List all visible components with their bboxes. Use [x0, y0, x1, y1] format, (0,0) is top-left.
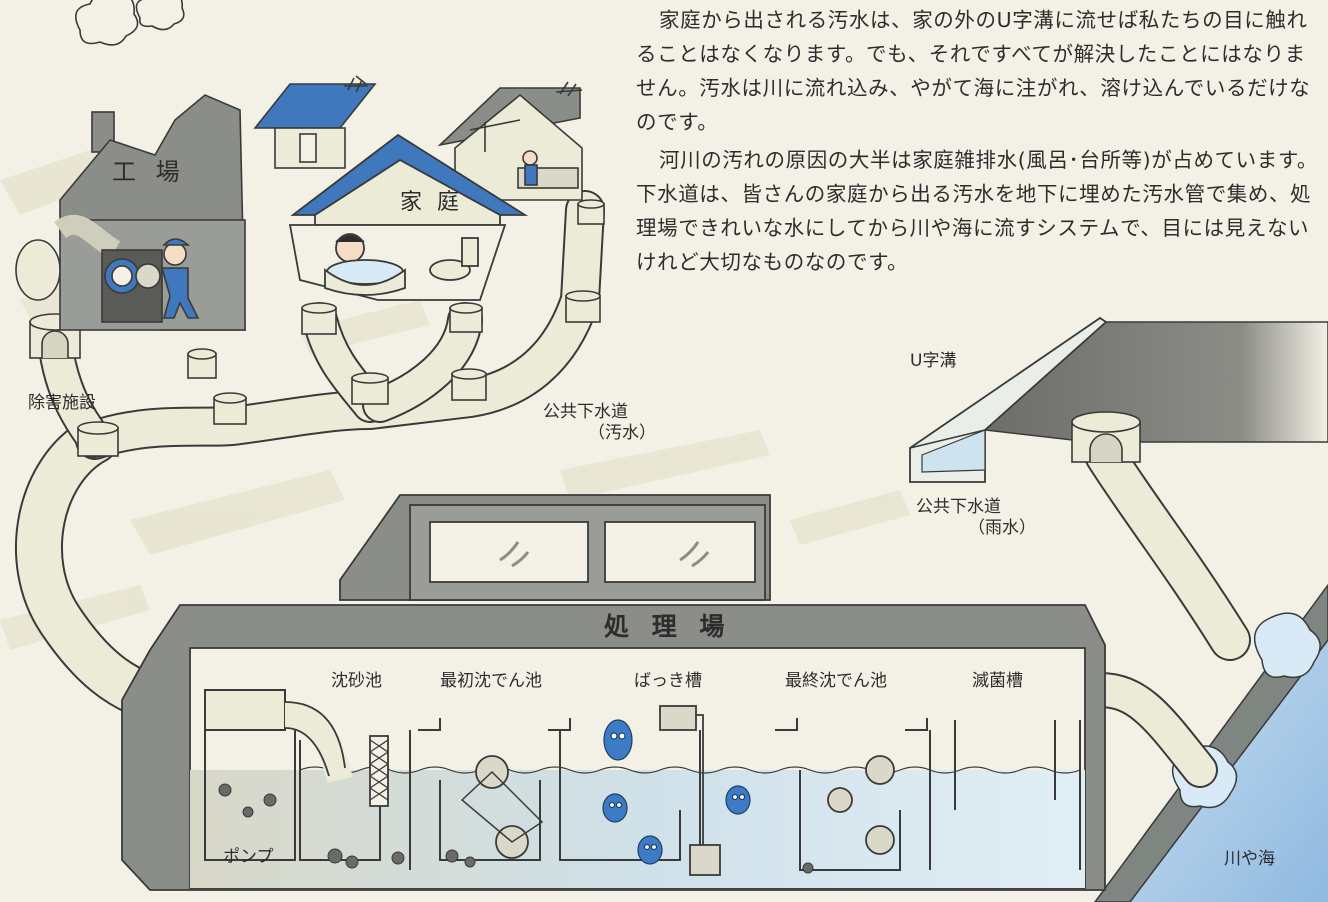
manhole [213, 392, 247, 425]
manhole [451, 368, 487, 401]
treatment-plant [121, 494, 1106, 891]
manholes [29, 199, 1141, 463]
sewer-rain-label: 公共下水道 （雨水） [916, 497, 1036, 539]
intro-paragraph-2: 河川の汚れの原因の大半は家庭雑排水(風呂･台所等)が占めています。下水道は、皆さ… [636, 148, 1318, 274]
pretreatment-label: 除害施設 [28, 393, 96, 413]
manhole [77, 421, 119, 457]
treatment-plant-label: 処 理 場 [604, 612, 732, 641]
manhole [577, 199, 605, 225]
manhole [351, 372, 389, 405]
river-sea-label: 川や海 [1224, 849, 1275, 869]
bacteria-icon [603, 719, 633, 761]
sea [1094, 583, 1328, 902]
manhole [187, 348, 217, 379]
sewer-wastewater-label-line1: 公共下水道 [543, 402, 628, 422]
bacteria-icons [602, 719, 751, 865]
house-back-right [437, 81, 583, 201]
house-front [288, 133, 529, 301]
sewer-wastewater-label-line2: （汚水） [588, 423, 656, 443]
sewer-rain-label-line2: （雨水） [968, 518, 1036, 538]
factory-label: 工 場 [112, 158, 186, 186]
u-ditch [909, 316, 1108, 483]
home-label: 家 庭 [400, 190, 463, 215]
intro-paragraph-1: 家庭から出される汚水は、家の外のU字溝に流せば私たちの目に触れることはなくなりま… [636, 8, 1311, 134]
u-ditch-label: U字溝 [910, 351, 957, 371]
sewer-wastewater-label: 公共下水道 （汚水） [543, 402, 656, 444]
house-back-left [253, 75, 377, 169]
outfall-splash [1253, 612, 1321, 679]
bacteria-icon [725, 785, 751, 815]
stage-label-final-settling: 最終沈でん池 [785, 671, 887, 691]
manhole [565, 290, 601, 323]
stage-label-grit-chamber: 沈砂池 [331, 671, 382, 691]
stage-label-primary-settling: 最初沈でん池 [440, 671, 542, 691]
manhole [449, 302, 483, 333]
manhole [29, 313, 81, 359]
sewer-rain-label-line1: 公共下水道 [916, 497, 1001, 517]
sediment [218, 783, 814, 874]
stage-label-disinfection: 滅菌槽 [972, 671, 1023, 691]
manhole [1071, 411, 1141, 463]
manhole [301, 302, 337, 335]
bacteria-icon [602, 793, 628, 823]
pump-label: ポンプ [223, 847, 274, 867]
factory-building [15, 0, 246, 331]
bacteria-icon [637, 835, 663, 865]
stage-label-aeration-tank: ばっき槽 [634, 671, 702, 691]
